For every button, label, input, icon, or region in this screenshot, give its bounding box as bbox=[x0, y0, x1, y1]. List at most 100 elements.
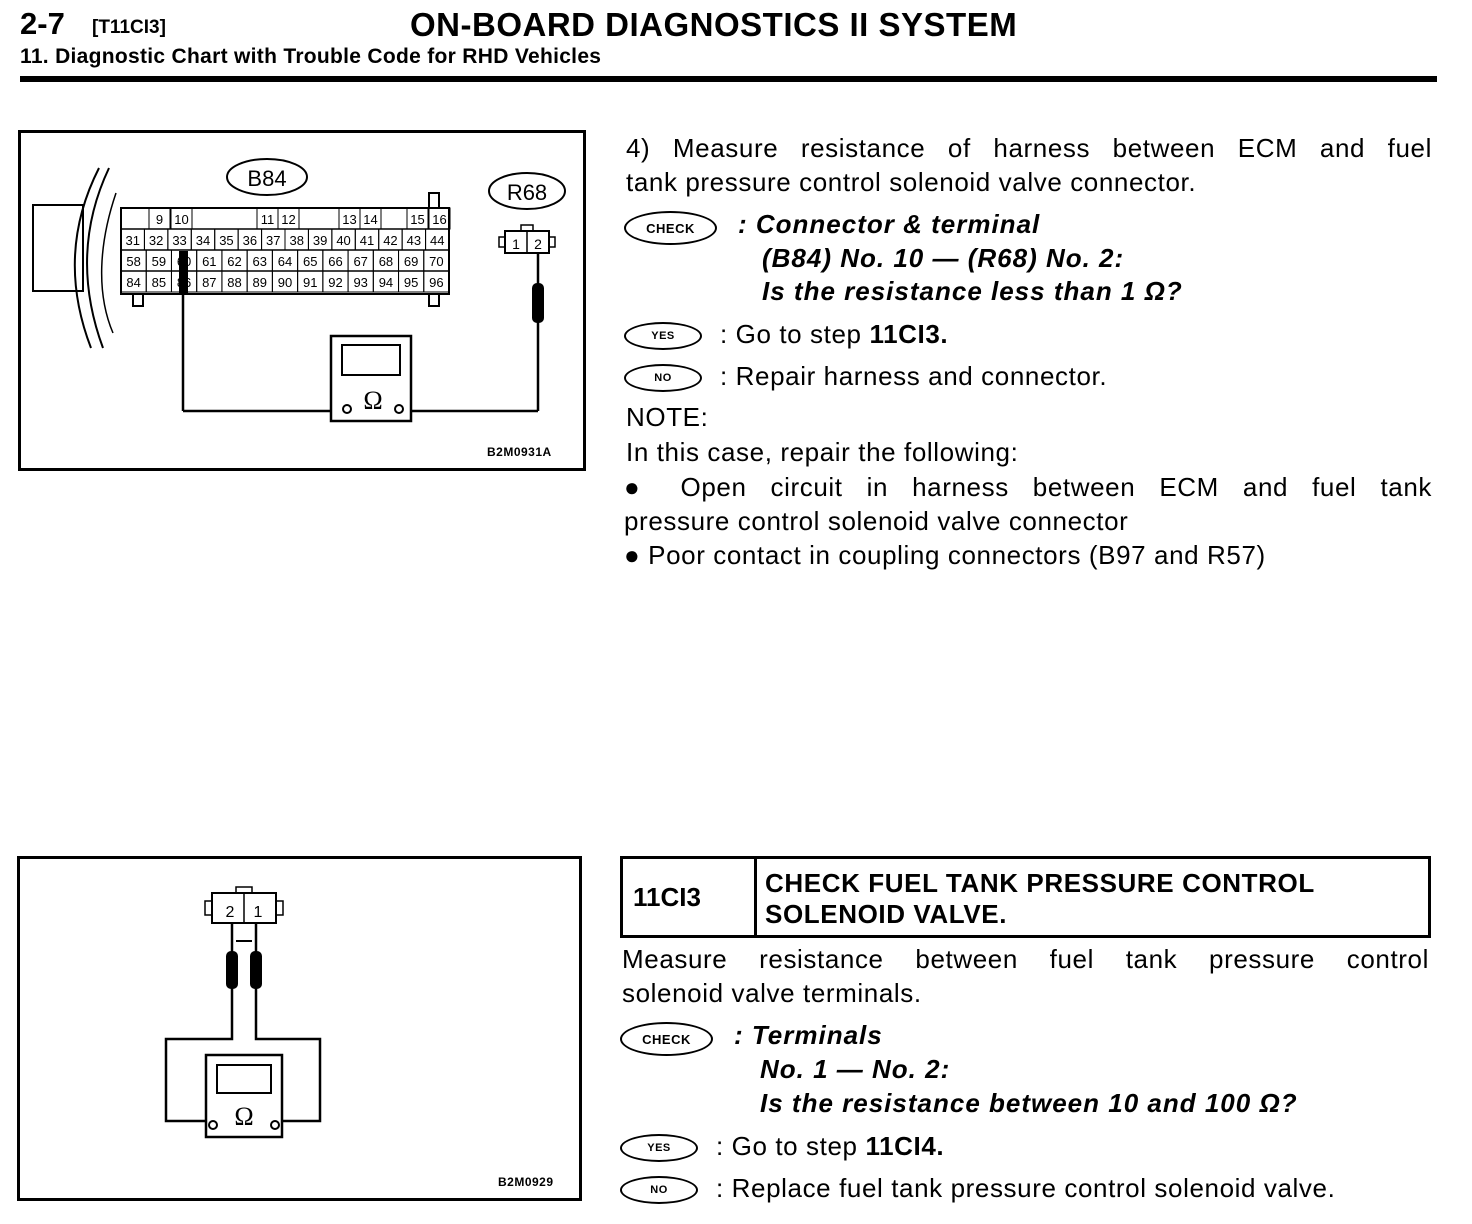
pin-label: 92 bbox=[328, 275, 342, 290]
header-divider bbox=[20, 76, 1437, 82]
figure-code-2: B2M0929 bbox=[498, 1175, 554, 1189]
yes-icon: YES bbox=[624, 322, 702, 350]
pin-label: 66 bbox=[328, 254, 342, 269]
step4-check-line3: Is the resistance less than 1 Ω? bbox=[762, 276, 1183, 306]
ohm-symbol: Ω bbox=[363, 386, 382, 415]
pin-label: 35 bbox=[219, 233, 233, 248]
pin-label: 67 bbox=[353, 254, 367, 269]
pin-label: 93 bbox=[353, 275, 367, 290]
pin-label: 63 bbox=[253, 254, 267, 269]
pin-label: 44 bbox=[430, 233, 444, 248]
pin-label: 65 bbox=[303, 254, 317, 269]
valve-pin-2: 2 bbox=[534, 236, 542, 252]
step4-check-line1: : Connector & terminal bbox=[738, 209, 1041, 239]
page-subtitle: 11. Diagnostic Chart with Trouble Code f… bbox=[20, 45, 602, 68]
step4-intro: 4) Measure resistance of harness between… bbox=[626, 131, 1432, 199]
step-title-cell: CHECK FUEL TANK PRESSURE CONTROL SOLENOI… bbox=[765, 868, 1315, 930]
pin-label: 41 bbox=[360, 233, 374, 248]
step-11ci3-check-line3: Is the resistance between 10 and 100 Ω? bbox=[760, 1088, 1298, 1118]
pin-label: 14 bbox=[363, 212, 377, 227]
step-title-line1: CHECK FUEL TANK PRESSURE CONTROL bbox=[765, 868, 1315, 898]
pin-label: 10 bbox=[174, 212, 188, 227]
pin-label: 87 bbox=[202, 275, 216, 290]
pin-label: 38 bbox=[289, 233, 303, 248]
pin-label: 61 bbox=[202, 254, 216, 269]
pin-label: 59 bbox=[152, 254, 166, 269]
check-icon: CHECK bbox=[624, 211, 717, 245]
yes-icon-2: YES bbox=[620, 1134, 698, 1162]
step4-yes: : Go to step 11CI3. bbox=[720, 317, 948, 351]
pin-label: 69 bbox=[404, 254, 418, 269]
step-11ci3-check-line1: : Terminals bbox=[734, 1020, 883, 1050]
pin-label: 34 bbox=[196, 233, 210, 248]
ecm-connector-label: B84 bbox=[247, 166, 286, 191]
pin-label: 62 bbox=[227, 254, 241, 269]
step-11ci3-body-line2: solenoid valve terminals. bbox=[622, 978, 922, 1008]
pin-label: 40 bbox=[336, 233, 350, 248]
pin-label: 13 bbox=[342, 212, 356, 227]
valve-pin-1: 1 bbox=[512, 236, 520, 252]
check-icon-2: CHECK bbox=[620, 1022, 713, 1056]
figure-code: B2M0931A bbox=[487, 445, 552, 459]
no-icon: NO bbox=[624, 364, 702, 392]
note-intro: In this case, repair the following: bbox=[626, 437, 1019, 467]
ohm-symbol-2: Ω bbox=[234, 1102, 253, 1131]
pin-label: 84 bbox=[126, 275, 140, 290]
step-11ci3-yes-text: : Go to step bbox=[716, 1131, 866, 1161]
valve-pin-left: 2 bbox=[226, 904, 235, 921]
step-11ci3-yes-step: 11CI4. bbox=[865, 1131, 945, 1161]
pin-label: 15 bbox=[410, 212, 424, 227]
pin-label: 68 bbox=[379, 254, 393, 269]
step4-intro-line1: 4) Measure resistance of harness between… bbox=[626, 133, 1432, 163]
pin-label: 96 bbox=[429, 275, 443, 290]
step-11ci3-no: : Replace fuel tank pressure control sol… bbox=[716, 1173, 1336, 1203]
pin-cell bbox=[423, 270, 450, 293]
pin-label: 89 bbox=[253, 275, 267, 290]
pin-label: 32 bbox=[149, 233, 163, 248]
pin-label: 42 bbox=[383, 233, 397, 248]
note-item-1-line2: pressure control solenoid valve connecto… bbox=[624, 506, 1129, 536]
pin-label: 12 bbox=[281, 212, 295, 227]
step4-yes-text: : Go to step bbox=[720, 319, 870, 349]
pin-label: 91 bbox=[303, 275, 317, 290]
valve-diagram-svg: 2 1 Ω bbox=[164, 886, 322, 1139]
note-item-2: ● Poor contact in coupling connectors (B… bbox=[624, 540, 1266, 570]
step-11ci3-check-line2: No. 1 — No. 2: bbox=[760, 1054, 951, 1084]
pin-label: 39 bbox=[313, 233, 327, 248]
pin-label: 88 bbox=[227, 275, 241, 290]
pin-label: 31 bbox=[125, 233, 139, 248]
step-11ci3-yes: : Go to step 11CI4. bbox=[716, 1129, 944, 1163]
step-title-line2: SOLENOID VALVE. bbox=[765, 899, 1008, 929]
step4-yes-step: 11CI3. bbox=[869, 319, 949, 349]
page-title: ON-BOARD DIAGNOSTICS II SYSTEM bbox=[410, 6, 1018, 43]
wiring-diagram-valve-terminals: 2 1 Ω B2M0929 bbox=[17, 856, 582, 1201]
section-number: 2-7 bbox=[20, 6, 65, 41]
no-icon-2: NO bbox=[620, 1176, 698, 1204]
step-code-cell: 11CI3 bbox=[623, 859, 757, 935]
pin-label: 70 bbox=[429, 254, 443, 269]
pin-label: 85 bbox=[152, 275, 166, 290]
note-label: NOTE: bbox=[626, 402, 709, 432]
note-item-1-line1: ● Open circuit in harness between ECM an… bbox=[624, 472, 1432, 502]
pin-label: 9 bbox=[156, 212, 163, 227]
pin-label: 11 bbox=[261, 212, 275, 227]
step4-check-line2: (B84) No. 10 — (R68) No. 2: bbox=[762, 243, 1125, 273]
pin-label: 64 bbox=[278, 254, 292, 269]
step4-no: : Repair harness and connector. bbox=[720, 361, 1108, 391]
pin-label: 94 bbox=[379, 275, 393, 290]
pin-label: 90 bbox=[278, 275, 292, 290]
step-11ci3-body: Measure resistance between fuel tank pre… bbox=[622, 942, 1429, 1010]
pin-label: 95 bbox=[404, 275, 418, 290]
step-header-table: 11CI3 CHECK FUEL TANK PRESSURE CONTROL S… bbox=[620, 856, 1431, 938]
section-code: [T11CI3] bbox=[92, 17, 166, 38]
pin-label: 36 bbox=[243, 233, 257, 248]
pin-label: 16 bbox=[432, 212, 446, 227]
note-item-1: ● Open circuit in harness between ECM an… bbox=[624, 470, 1432, 538]
step4-intro-line2: tank pressure control solenoid valve con… bbox=[626, 167, 1197, 197]
valve-connector-label: R68 bbox=[507, 180, 547, 205]
pin-label: 58 bbox=[126, 254, 140, 269]
step-11ci3-body-line1: Measure resistance between fuel tank pre… bbox=[622, 944, 1429, 974]
